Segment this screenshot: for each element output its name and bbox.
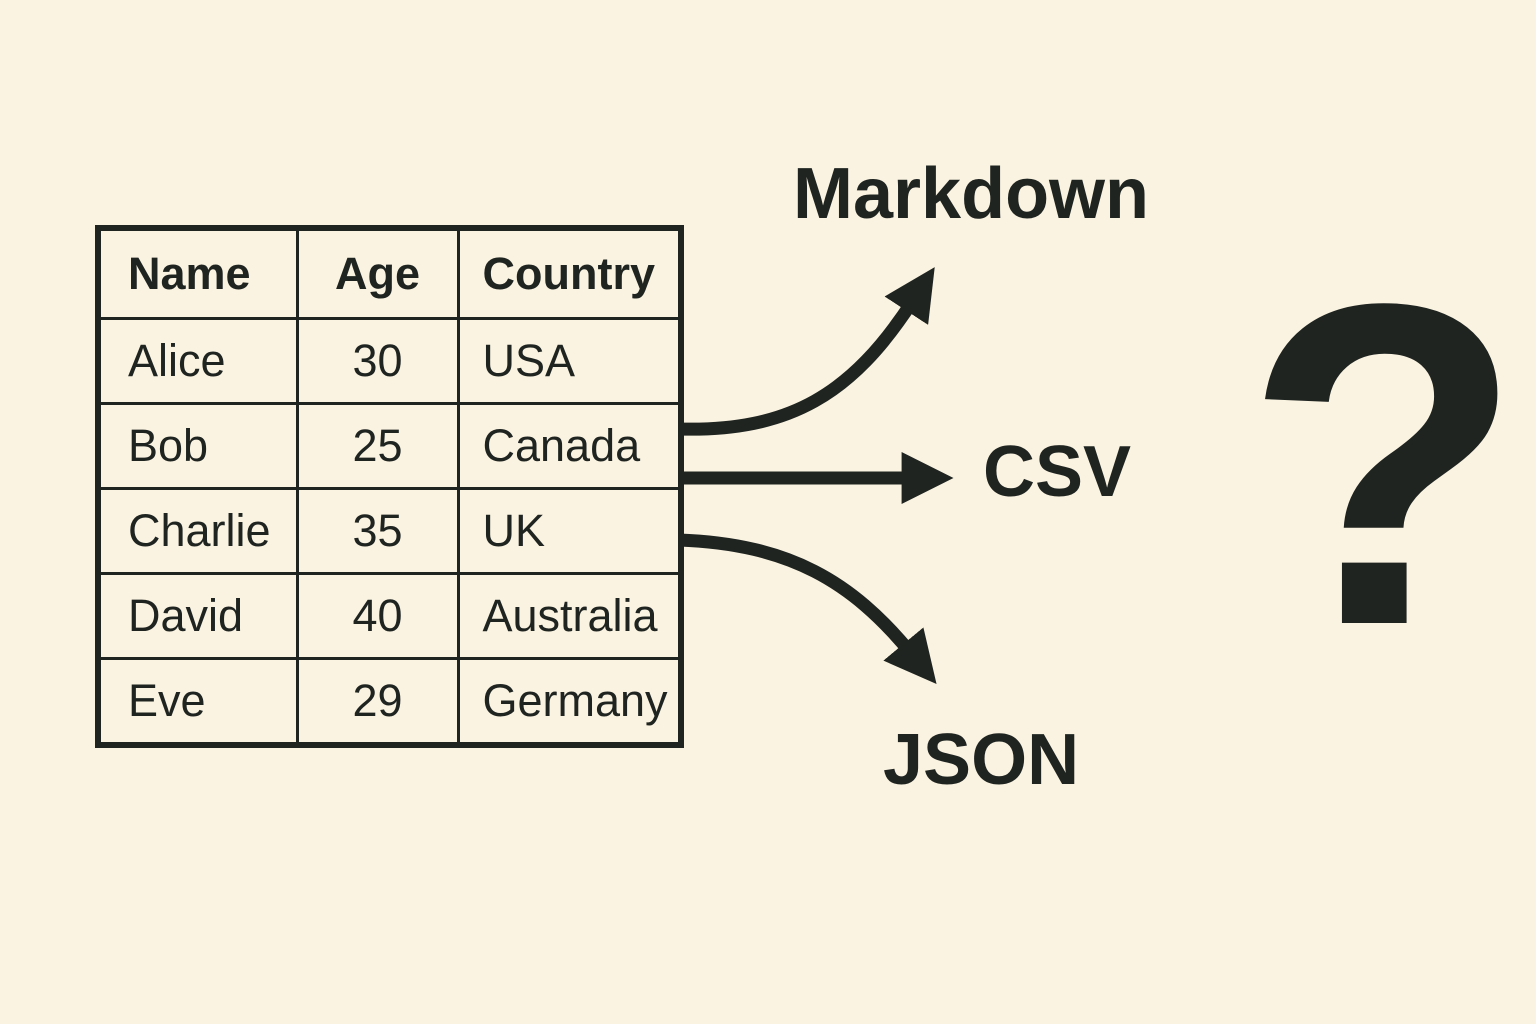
table-row: Alice 30 USA [96, 317, 683, 405]
table-row: Eve 29 Germany [96, 657, 683, 747]
table-cell: 30 [295, 317, 460, 405]
table-row: Bob 25 Canada [96, 402, 683, 490]
label-json: JSON [883, 720, 1080, 800]
table-header-country: Country [456, 226, 683, 320]
table-cell: Australia [456, 572, 683, 660]
table-cell: Charlie [96, 487, 299, 575]
table-cell: Canada [456, 402, 683, 490]
table-cell: Eve [96, 657, 299, 747]
table-cell: 25 [295, 402, 460, 490]
table-cell: 40 [295, 572, 460, 660]
data-table: Name Age Country Alice 30 USA Bob 25 Can… [95, 225, 684, 748]
table-cell: UK [456, 487, 683, 575]
table-row: David 40 Australia [96, 572, 683, 660]
question-mark: ? [1244, 209, 1524, 721]
table-header-name: Name [96, 226, 299, 320]
table-header-age: Age [295, 226, 460, 320]
arrow-to-markdown-icon [678, 267, 935, 436]
table-cell: Bob [96, 402, 299, 490]
table-cell: 35 [295, 487, 460, 575]
label-csv: CSV [983, 432, 1132, 512]
table-cell: 29 [295, 657, 460, 747]
table-cell: Alice [96, 317, 299, 405]
label-markdown: Markdown [793, 154, 1150, 234]
table-cell: Germany [456, 657, 683, 747]
table-cell: USA [456, 317, 683, 405]
arrow-to-json-icon [678, 533, 937, 685]
table-header-row: Name Age Country [96, 226, 683, 320]
table-cell: David [96, 572, 299, 660]
table-row: Charlie 35 UK [96, 487, 683, 575]
